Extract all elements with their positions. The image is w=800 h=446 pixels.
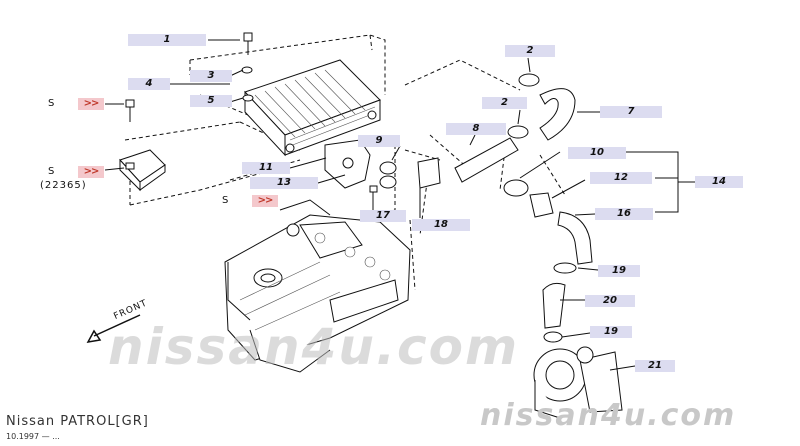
ref-link-engine[interactable]: >> (252, 195, 278, 207)
callout-1[interactable]: 1 (128, 34, 206, 46)
callout-7[interactable]: 7 (600, 106, 662, 118)
ref-letter-3: S (222, 195, 229, 206)
callout-21[interactable]: 21 (635, 360, 675, 372)
ref-letter-1: S (48, 98, 55, 109)
callout-8[interactable]: 8 (446, 123, 506, 135)
intercooler (244, 59, 381, 157)
callout-11[interactable]: 11 (242, 162, 290, 174)
model-title: Nissan PATROL[GR] (6, 414, 149, 429)
assembly-bracket-lines (189, 34, 386, 95)
front-arrow-icon (86, 314, 141, 343)
bolt-17 (369, 185, 378, 204)
watermark-center: nissan4u.com (108, 318, 520, 376)
ref-link-bolt[interactable]: >> (78, 98, 104, 110)
ref-letter-2: S (48, 166, 55, 177)
callout-20[interactable]: 20 (585, 295, 635, 307)
ref-link-sensor[interactable]: >> (78, 166, 104, 178)
callout-10[interactable]: 10 (568, 147, 626, 159)
callout-19-top[interactable]: 19 (598, 265, 640, 277)
part-code-label: (22365) (40, 180, 87, 191)
watermark-bottom: nissan4u.com (480, 398, 737, 433)
bolt-and-washers (125, 32, 254, 122)
callout-13[interactable]: 13 (250, 177, 318, 189)
callout-16[interactable]: 16 (595, 208, 653, 220)
callout-5[interactable]: 5 (190, 95, 232, 107)
callout-2-top[interactable]: 2 (505, 45, 555, 57)
callout-19-bottom[interactable]: 19 (590, 326, 632, 338)
callout-17[interactable]: 17 (360, 210, 406, 222)
boost-sensor (119, 149, 166, 192)
callout-3[interactable]: 3 (190, 70, 232, 82)
hose-clamps (379, 73, 577, 343)
callout-18[interactable]: 18 (412, 219, 470, 231)
turbocharger (533, 346, 623, 419)
callout-4[interactable]: 4 (128, 78, 170, 90)
callout-14[interactable]: 14 (695, 176, 743, 188)
engine-block (224, 199, 411, 373)
model-date: 10.1997 — ... (6, 432, 60, 441)
hoses (324, 88, 593, 329)
leader-dashed-hoses (419, 134, 566, 236)
callout-bracket-14 (104, 39, 695, 371)
callout-9[interactable]: 9 (358, 135, 400, 147)
callout-12[interactable]: 12 (590, 172, 652, 184)
callout-2-middle[interactable]: 2 (482, 97, 527, 109)
